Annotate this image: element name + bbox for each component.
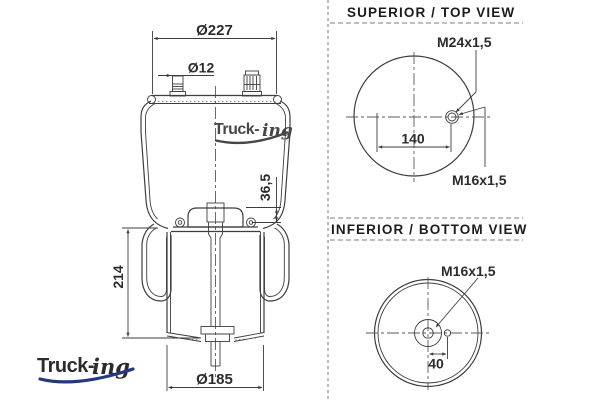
piston-rod [208,222,223,367]
bellows-lobe-left [141,223,172,302]
bumper [187,202,244,228]
section-divider [327,0,523,400]
stud-m12 [169,75,186,97]
hub-flange [200,326,235,335]
dim-design-height: 214 [110,265,126,289]
bottom-view-port-m16 [443,329,452,337]
dimension-port-offset: 40 [428,337,448,372]
label-m16-port-top: M16x1,5 [452,172,507,188]
dim-stud-diameter: Ø12 [188,60,215,76]
leader-m16-top: M16x1,5 [452,106,507,188]
bellows-lobe-right [259,223,290,302]
brand-logo: Truck- ing [37,354,135,384]
brand-watermark: Truck- ing [214,121,293,145]
bellows [140,100,291,302]
piston [166,217,265,342]
dimension-stud-diameter: Ø12 [158,60,215,78]
air-fitting-m24 [242,70,262,97]
superior-view: SUPERIOR / TOP VIEW M24x1,5 M16x1,5 140 [346,5,515,188]
label-m16-port-bottom: M16x1,5 [441,263,496,279]
logo-swoosh [38,367,135,384]
dimension-top-diameter: Ø227 [152,22,277,94]
inferior-title: INFERIOR / BOTTOM VIEW [331,222,527,237]
leader-m24: M24x1,5 [437,34,492,113]
leader-m16-bottom: M16x1,5 [435,263,496,328]
watermark-word-suffix: ing [262,121,293,141]
dimension-piston-diameter: Ø185 [166,345,264,391]
top-view-port-m16 [445,110,459,124]
inferior-view: INFERIOR / BOTTOM VIEW M16x1,5 40 [331,222,527,390]
dim-top-plate-diameter: Ø227 [196,22,233,39]
side-view: Ø227 Ø12 36,5 214 Ø185 [110,22,293,391]
dim-port-offset: 40 [428,356,444,372]
top-plate [147,94,282,104]
bottom-view-hub [414,319,442,347]
dimension-design-height: 214 [110,227,200,339]
dim-piston-diameter: Ø185 [196,371,233,388]
dim-bumper-height: 36,5 [257,174,273,201]
dimension-port-distance: 140 [376,113,452,152]
watermark-swoosh [214,131,289,145]
dim-port-distance: 140 [401,131,425,147]
dimension-bumper-height: 36,5 [246,174,281,223]
label-m24-port: M24x1,5 [437,34,492,50]
logo-word-main: Truck- [37,355,94,377]
watermark-word-main: Truck- [214,121,259,138]
superior-title: SUPERIOR / TOP VIEW [347,5,515,20]
